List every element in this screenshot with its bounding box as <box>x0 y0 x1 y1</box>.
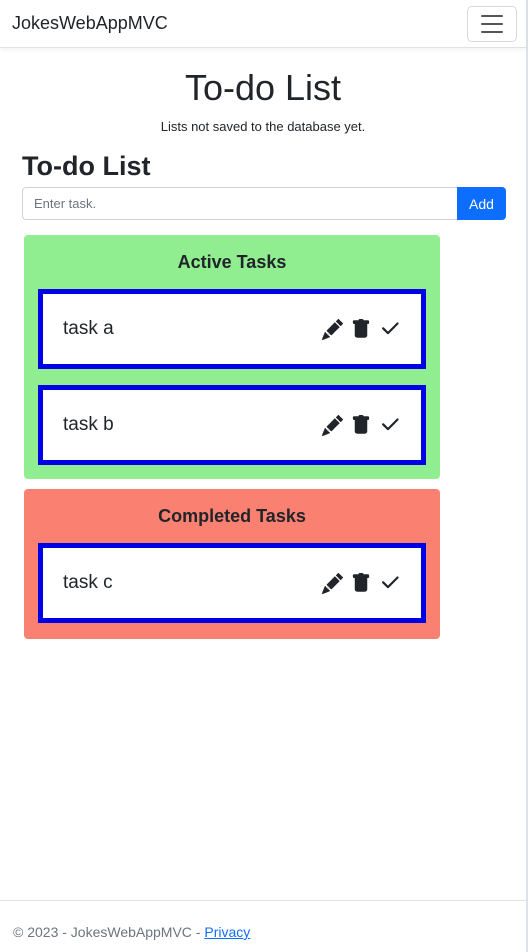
task-item: task b <box>38 385 426 465</box>
task-label: task a <box>63 318 114 339</box>
privacy-link[interactable]: Privacy <box>204 924 251 940</box>
completed-task-list: task c <box>38 543 426 623</box>
page-title: To-do List <box>184 67 342 108</box>
add-task-button[interactable]: Add <box>457 187 506 220</box>
check-icon <box>382 418 399 431</box>
todo-list-title: To-do List <box>22 151 151 181</box>
task-actions <box>322 572 401 594</box>
add-task-form: Add <box>22 187 506 220</box>
task-item: task a <box>38 289 426 369</box>
hamburger-icon-bar <box>481 22 503 25</box>
footer: © 2023 - JokesWebAppMVC - Privacy <box>0 900 526 952</box>
task-item: task c <box>38 543 426 623</box>
navbar: JokesWebAppMVC <box>0 0 526 48</box>
hamburger-icon-bar <box>481 14 503 17</box>
trash-icon <box>352 319 370 338</box>
trash-icon <box>352 415 370 434</box>
task-label: task b <box>63 414 114 435</box>
delete-task-button[interactable] <box>351 414 371 436</box>
main-content: To-do List Lists not saved to the databa… <box>0 66 526 220</box>
edit-task-button[interactable] <box>322 572 343 594</box>
page-subtitle: Lists not saved to the database yet. <box>160 119 366 134</box>
complete-task-button[interactable] <box>379 572 401 594</box>
edit-task-button[interactable] <box>322 318 343 340</box>
task-label: task c <box>63 572 113 593</box>
navbar-toggler-button[interactable] <box>467 5 517 42</box>
task-actions <box>322 414 401 436</box>
task-input[interactable] <box>22 187 457 220</box>
complete-task-button[interactable] <box>379 318 401 340</box>
pencil-icon <box>322 572 343 594</box>
active-tasks-title: Active Tasks <box>177 252 287 272</box>
footer-copyright: © 2023 - JokesWebAppMVC - <box>13 924 205 940</box>
completed-tasks-title: Completed Tasks <box>158 506 306 526</box>
complete-task-button[interactable] <box>379 414 401 436</box>
active-tasks-panel: Active Tasks task a task b <box>24 235 440 479</box>
check-icon <box>382 322 399 335</box>
pencil-icon <box>322 318 343 340</box>
edit-task-button[interactable] <box>322 414 343 436</box>
hamburger-icon-bar <box>481 30 503 33</box>
delete-task-button[interactable] <box>351 318 371 340</box>
brand-link[interactable]: JokesWebAppMVC <box>12 13 168 33</box>
active-task-list: task a task b <box>38 289 426 465</box>
check-icon <box>382 576 399 589</box>
pencil-icon <box>322 414 343 436</box>
trash-icon <box>352 573 370 592</box>
completed-tasks-panel: Completed Tasks task c <box>24 489 440 639</box>
task-actions <box>322 318 401 340</box>
delete-task-button[interactable] <box>351 572 371 594</box>
